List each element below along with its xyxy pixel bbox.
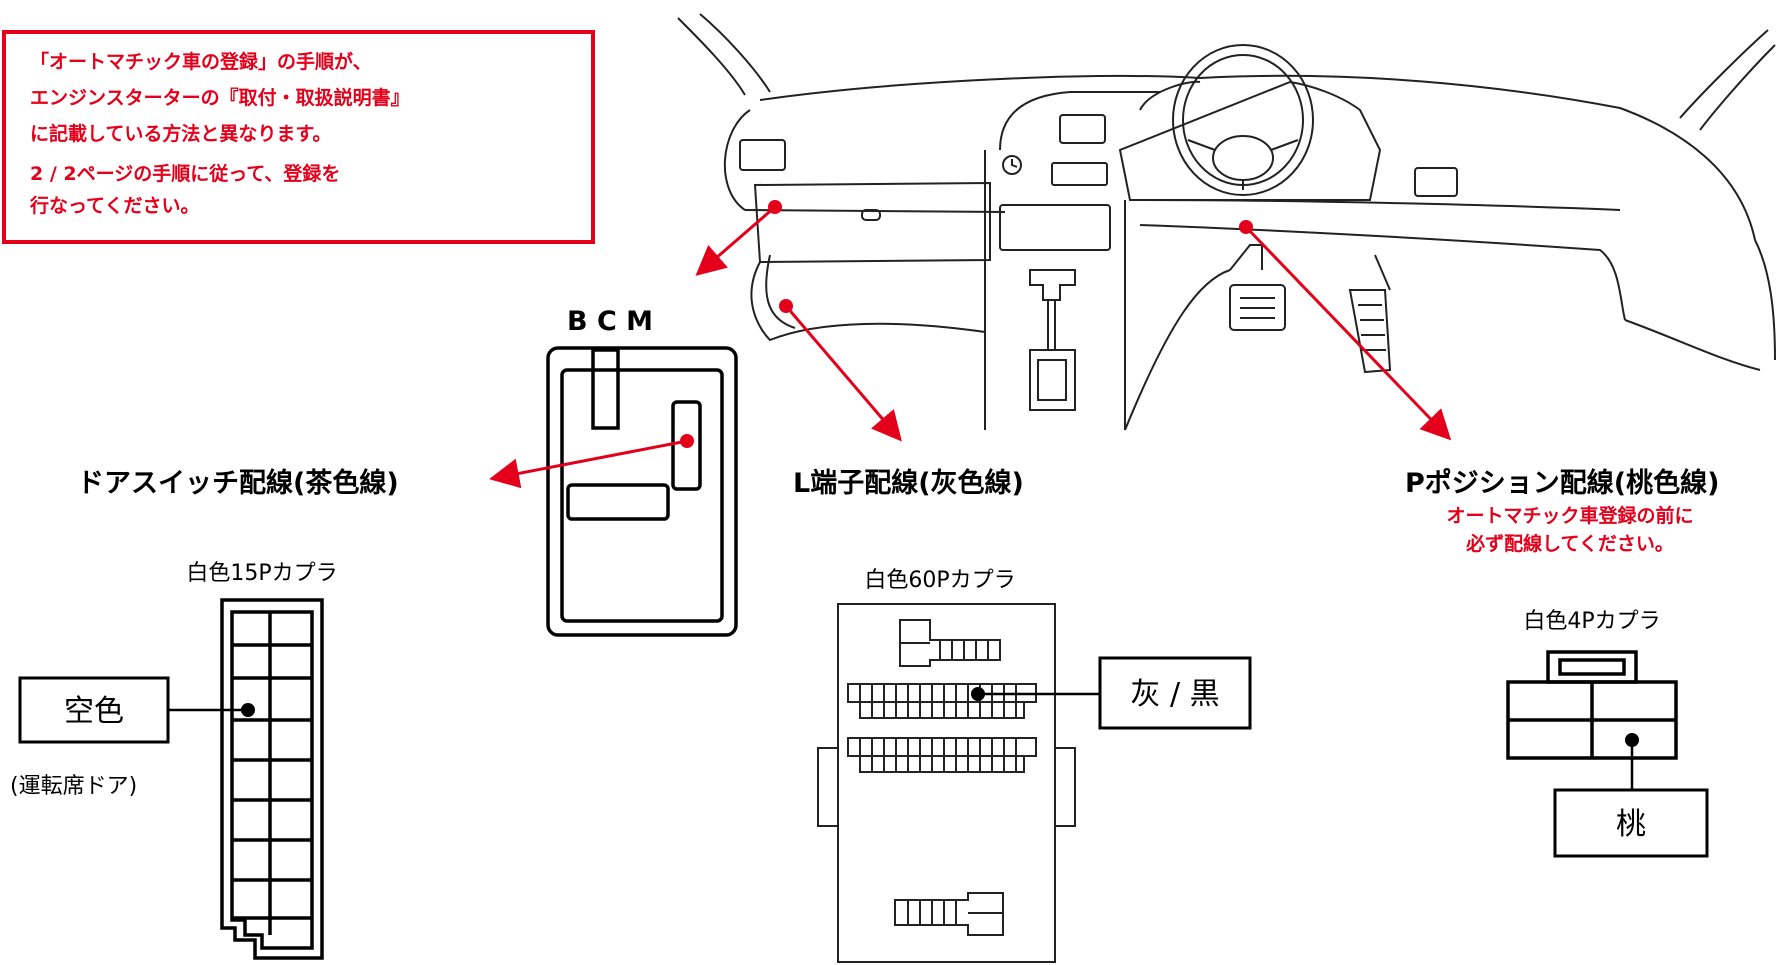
p-position-note-1: オートマチック車登録の前に xyxy=(1446,504,1693,527)
wire-location-c15: (運転席ドア) xyxy=(10,774,137,799)
connector-4p xyxy=(1506,650,1678,790)
dashboard-illustration xyxy=(677,13,1776,431)
wire-color-c4: 桃 xyxy=(1616,807,1646,842)
wire-box-c4 xyxy=(1553,788,1709,858)
wire-color-c60: 灰 / 黒 xyxy=(1130,677,1219,712)
connector-15p xyxy=(168,598,324,960)
l-terminal-label: L端子配線(灰色線) xyxy=(793,467,1024,499)
clock-icon xyxy=(1002,155,1022,175)
glovebox-latch-icon xyxy=(861,209,881,221)
wire-color-c15: 空色 xyxy=(64,694,124,729)
wire-box-c15 xyxy=(18,676,170,744)
notice-line-1: 「オートマチック車の登録」の手順が、 xyxy=(30,50,372,73)
bcm-module xyxy=(546,346,738,637)
wire-box-c60 xyxy=(1098,656,1252,730)
notice-line-2: エンジンスターターの『取付・取扱説明書』 xyxy=(30,86,410,109)
notice-box: 「オートマチック車の登録」の手順が、 エンジンスターターの『取付・取扱説明書』 … xyxy=(2,30,595,244)
connector-15p-title: 白色15Pカプラ xyxy=(186,561,337,586)
connector-60p-title: 白色60Pカプラ xyxy=(864,568,1015,593)
notice-line-5: 行なってください。 xyxy=(29,194,199,217)
door-switch-label: ドアスイッチ配線(茶色線) xyxy=(77,467,399,499)
connector-60p xyxy=(817,603,1100,963)
wiring-arrows xyxy=(489,200,1452,489)
notice-line-4: 2 / 2ページの手順に従って、登録を xyxy=(30,162,340,185)
p-position-label: Pポジション配線(桃色線) xyxy=(1405,467,1719,499)
notice-line-3: に記載している方法と異なります。 xyxy=(30,122,332,145)
p-position-note-2: 必ず配線してください。 xyxy=(1465,532,1674,555)
bcm-label: B C M xyxy=(567,306,653,337)
connector-4p-title: 白色4Pカプラ xyxy=(1523,609,1660,634)
